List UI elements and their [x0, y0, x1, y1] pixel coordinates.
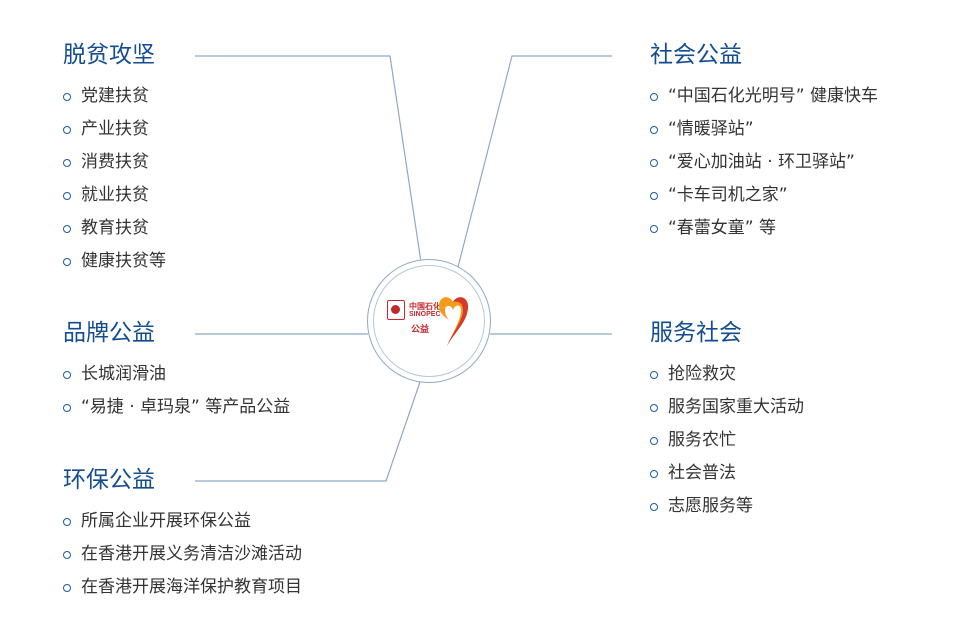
item-label: 服务农忙: [668, 430, 736, 450]
group-title: 品牌公益: [63, 320, 155, 346]
list-item: “爱心加油站 · 环卫驿站”: [650, 146, 878, 179]
connector-env: [195, 381, 421, 482]
circle-bullet-icon: [650, 126, 658, 134]
item-list: 长城润滑油 “易捷 · 卓玛泉” 等产品公益: [63, 358, 290, 424]
item-label: 长城润滑油: [81, 364, 166, 384]
list-item: “中国石化光明号” 健康快车: [650, 80, 878, 113]
circle-bullet-icon: [650, 404, 658, 412]
heart-ribbon-icon: [439, 297, 469, 346]
group-brand-welfare: 品牌公益 长城润滑油 “易捷 · 卓玛泉” 等产品公益: [63, 318, 290, 424]
circle-bullet-icon: [63, 584, 71, 592]
list-item: “易捷 · 卓玛泉” 等产品公益: [63, 391, 290, 424]
center-hub-inner-ring: [373, 265, 485, 377]
circle-bullet-icon: [650, 93, 658, 101]
sinopec-charity-logo: 中国石化 SINOPEC 公益: [385, 292, 475, 352]
list-item: 服务国家重大活动: [650, 391, 804, 424]
list-item: 志愿服务等: [650, 490, 804, 523]
list-item: “卡车司机之家”: [650, 179, 878, 212]
circle-bullet-icon: [650, 371, 658, 379]
circle-bullet-icon: [650, 437, 658, 445]
item-label: 在香港开展海洋保护教育项目: [81, 577, 302, 597]
item-label: 在香港开展义务清洁沙滩活动: [81, 544, 302, 564]
item-list: 抢险救灾 服务国家重大活动 服务农忙 社会普法 志愿服务等: [650, 358, 804, 523]
list-item: 社会普法: [650, 457, 804, 490]
circle-bullet-icon: [650, 225, 658, 233]
list-item: “情暖驿站”: [650, 113, 878, 146]
group-title: 脱贫攻坚: [63, 42, 155, 68]
list-item: 在香港开展海洋保护教育项目: [63, 571, 302, 604]
logo-brand-en: SINOPEC: [409, 311, 441, 318]
list-item: “春蕾女童” 等: [650, 212, 878, 245]
item-label: “春蕾女童” 等: [668, 218, 777, 238]
connector-social: [457, 55, 612, 268]
list-item: 就业扶贫: [63, 179, 166, 212]
group-title: 服务社会: [650, 320, 742, 346]
circle-bullet-icon: [63, 192, 71, 200]
connector-poverty: [195, 55, 422, 263]
group-social-welfare: 社会公益 “中国石化光明号” 健康快车 “情暖驿站” “爱心加油站 · 环卫驿站…: [650, 40, 878, 245]
circle-bullet-icon: [650, 192, 658, 200]
circle-bullet-icon: [650, 159, 658, 167]
circle-bullet-icon: [63, 225, 71, 233]
item-label: 教育扶贫: [81, 218, 149, 238]
item-label: 所属企业开展环保公益: [81, 511, 251, 531]
item-label: 健康扶贫等: [81, 251, 166, 271]
group-environmental-welfare: 环保公益 所属企业开展环保公益 在香港开展义务清洁沙滩活动 在香港开展海洋保护教…: [63, 465, 302, 604]
item-list: “中国石化光明号” 健康快车 “情暖驿站” “爱心加油站 · 环卫驿站” “卡车…: [650, 80, 878, 245]
item-label: 产业扶贫: [81, 119, 149, 139]
logo-subtitle: 公益: [411, 325, 430, 335]
list-item: 党建扶贫: [63, 80, 166, 113]
circle-bullet-icon: [63, 551, 71, 559]
item-label: 志愿服务等: [668, 496, 753, 516]
item-list: 所属企业开展环保公益 在香港开展义务清洁沙滩活动 在香港开展海洋保护教育项目: [63, 505, 302, 604]
list-item: 抢险救灾: [650, 358, 804, 391]
item-label: 党建扶贫: [81, 86, 149, 106]
circle-bullet-icon: [63, 93, 71, 101]
item-label: “中国石化光明号” 健康快车: [668, 86, 879, 106]
circle-bullet-icon: [63, 404, 71, 412]
group-serve-society: 服务社会 抢险救灾 服务国家重大活动 服务农忙 社会普法 志愿服务等: [650, 318, 804, 523]
group-title: 环保公益: [63, 467, 155, 493]
list-item: 在香港开展义务清洁沙滩活动: [63, 538, 302, 571]
logo-brand-cn: 中国石化: [409, 302, 441, 311]
item-label: “爱心加油站 · 环卫驿站”: [668, 152, 855, 172]
item-label: 抢险救灾: [668, 364, 736, 384]
item-label: “卡车司机之家”: [668, 185, 788, 205]
circle-bullet-icon: [63, 159, 71, 167]
list-item: 所属企业开展环保公益: [63, 505, 302, 538]
item-label: “易捷 · 卓玛泉” 等产品公益: [81, 397, 291, 417]
list-item: 服务农忙: [650, 424, 804, 457]
circle-bullet-icon: [650, 503, 658, 511]
list-item: 长城润滑油: [63, 358, 290, 391]
list-item: 产业扶贫: [63, 113, 166, 146]
item-label: “情暖驿站”: [668, 119, 754, 139]
item-label: 服务国家重大活动: [668, 397, 804, 417]
group-poverty-alleviation: 脱贫攻坚 党建扶贫 产业扶贫 消费扶贫 就业扶贫 教育扶贫 健康扶贫等: [63, 40, 166, 278]
circle-bullet-icon: [63, 371, 71, 379]
list-item: 健康扶贫等: [63, 245, 166, 278]
circle-bullet-icon: [63, 258, 71, 266]
circle-bullet-icon: [63, 518, 71, 526]
circle-bullet-icon: [63, 126, 71, 134]
item-label: 消费扶贫: [81, 152, 149, 172]
circle-bullet-icon: [650, 470, 658, 478]
item-label: 就业扶贫: [81, 185, 149, 205]
item-list: 党建扶贫 产业扶贫 消费扶贫 就业扶贫 教育扶贫 健康扶贫等: [63, 80, 166, 278]
list-item: 教育扶贫: [63, 212, 166, 245]
group-title: 社会公益: [650, 42, 742, 68]
sinopec-emblem-icon: [387, 300, 405, 320]
list-item: 消费扶贫: [63, 146, 166, 179]
item-label: 社会普法: [668, 463, 736, 483]
